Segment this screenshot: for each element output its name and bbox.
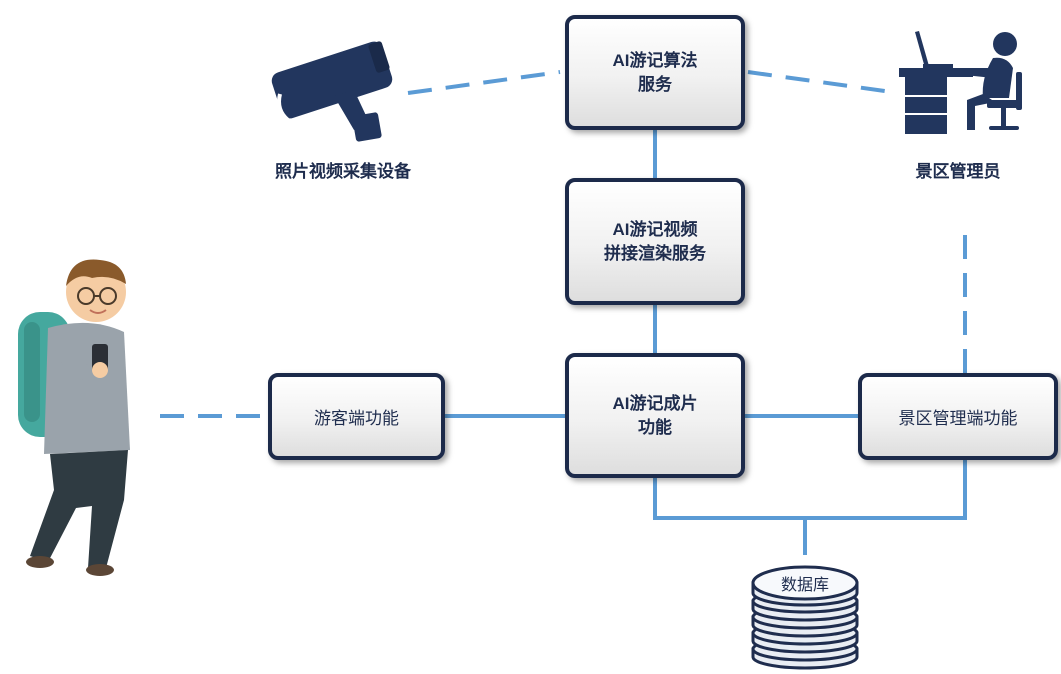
- capture-device-label: 照片视频采集设备: [275, 162, 411, 181]
- service-label-line2: 拼接渲染服务: [604, 243, 706, 263]
- ai-travelog-algorithm-service-box: AI游记算法 服务: [565, 15, 745, 130]
- ai-travelog-film-function-box: AI游记成片 功能: [565, 353, 745, 478]
- admin-at-desk-icon: [899, 31, 1022, 134]
- database-icon: [751, 565, 859, 670]
- admin-function-label: 景区管理端功能: [898, 409, 1018, 428]
- service-label-line2: 服务: [638, 74, 672, 94]
- service-label-line1: AI游记算法: [612, 50, 698, 70]
- database-label: 数据库: [780, 577, 829, 594]
- security-camera-icon: [271, 41, 393, 142]
- tourist-function-label: 游客端功能: [314, 409, 399, 428]
- link-film-admin-to-db-bus: [653, 460, 967, 520]
- admin-function-box: 景区管理端功能: [858, 373, 1058, 460]
- tourist-function-box: 游客端功能: [268, 373, 445, 460]
- service-label-line1: AI游记视频: [612, 219, 698, 239]
- link-algorithm-to-admin: [747, 70, 893, 94]
- tourist-with-phone-illustration: [18, 259, 130, 576]
- link-camera-to-algorithm: [407, 70, 561, 95]
- scenic-admin-label: 景区管理员: [915, 162, 1001, 181]
- ai-video-stitch-render-service-box: AI游记视频 拼接渲染服务: [565, 178, 745, 305]
- service-label-line1: AI游记成片: [612, 393, 698, 413]
- service-label-line2: 功能: [638, 417, 672, 437]
